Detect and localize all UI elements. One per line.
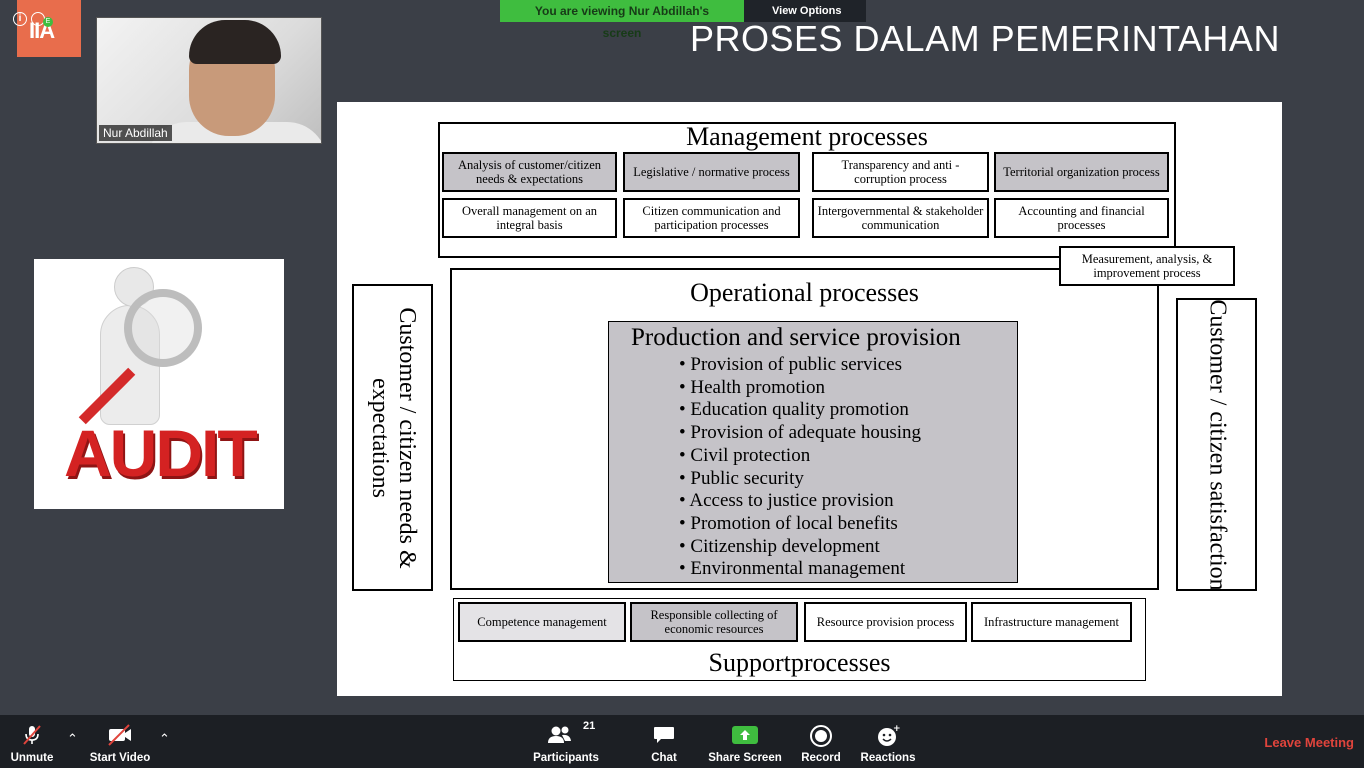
mgmt-cell-accounting: Accounting and financial processes bbox=[994, 198, 1169, 238]
participant-name-label: Nur Abdillah bbox=[99, 125, 172, 141]
microphone-muted-icon bbox=[23, 725, 41, 745]
operational-processes-box: Operational processes bbox=[450, 268, 1159, 590]
participants-label: Participants bbox=[533, 752, 599, 764]
reactions-label: Reactions bbox=[860, 752, 916, 764]
video-options-caret[interactable]: ⌃ bbox=[159, 731, 170, 746]
audit-image: AUDIT bbox=[34, 259, 284, 509]
process-diagram-slide: Management processes Analysis of custome… bbox=[337, 102, 1282, 696]
customer-needs-label: Customer / citizen needs & expectations bbox=[366, 306, 420, 569]
iia-logo: IIA bbox=[17, 0, 81, 57]
start-video-button[interactable]: Start Video bbox=[86, 715, 154, 768]
list-item: • Public security bbox=[679, 467, 804, 489]
production-title: Production and service provision bbox=[631, 324, 961, 351]
participants-count-badge: 21 bbox=[583, 720, 596, 732]
list-item: • Promotion of local benefits bbox=[679, 512, 898, 534]
share-screen-label: Share Screen bbox=[708, 752, 782, 764]
share-screen-button[interactable]: Share Screen bbox=[708, 715, 782, 768]
list-item: • Environmental management bbox=[679, 558, 906, 580]
mgmt-cell-territorial: Territorial organization process bbox=[994, 152, 1169, 192]
participant-hair bbox=[189, 20, 281, 64]
unmute-button[interactable]: Unmute bbox=[4, 715, 60, 768]
mgmt-cell-transparency: Transparency and anti - corruption proce… bbox=[812, 152, 989, 192]
unmute-label: Unmute bbox=[10, 752, 54, 764]
chevron-down-icon: ⌄ bbox=[772, 27, 782, 39]
support-processes-box: Supportprocesses bbox=[453, 598, 1146, 681]
meeting-toolbar: Unmute ⌃ Start Video ⌃ 21 Participants C… bbox=[0, 715, 1364, 768]
support-cell-resource: Resource provision process bbox=[804, 602, 967, 642]
support-title: Supportprocesses bbox=[708, 648, 891, 677]
mgmt-cell-legislative: Legislative / normative process bbox=[623, 152, 800, 192]
view-options-label: View Options bbox=[772, 5, 842, 17]
start-video-label: Start Video bbox=[89, 752, 151, 764]
mgmt-cell-intergovernmental: Intergovernmental & stakeholder communic… bbox=[812, 198, 989, 238]
support-cell-competence: Competence management bbox=[458, 602, 626, 642]
mgmt-cell-analysis: Analysis of customer/citizen needs & exp… bbox=[442, 152, 617, 192]
record-button[interactable]: Record bbox=[799, 715, 843, 768]
production-service-box: Production and service provision • Provi… bbox=[608, 321, 1018, 583]
emoji-add-icon: + bbox=[878, 724, 900, 746]
record-label: Record bbox=[801, 752, 841, 764]
video-camera-off-icon bbox=[108, 724, 131, 746]
viewing-screen-label: You are viewing Nur Abdillah's screen bbox=[500, 0, 744, 40]
customer-satisfaction-label: Customer / citizen satisfaction bbox=[1204, 298, 1230, 591]
support-cell-infrastructure: Infrastructure management bbox=[971, 602, 1132, 642]
reactions-button[interactable]: + Reactions bbox=[860, 715, 916, 768]
magnifier-icon bbox=[124, 289, 202, 367]
view-options-button[interactable]: View Options ⌄ bbox=[744, 0, 866, 39]
mgmt-cell-citizen-communication: Citizen communication and participation … bbox=[623, 198, 800, 238]
list-item: • Citizenship development bbox=[679, 535, 880, 557]
management-processes-box: Management processes bbox=[438, 122, 1176, 258]
list-item: • Education quality promotion bbox=[679, 399, 909, 421]
list-item: • Provision of public services bbox=[679, 354, 903, 375]
support-cell-economic: Responsible collecting of economic resou… bbox=[630, 602, 798, 642]
participants-icon bbox=[548, 726, 571, 743]
info-icon[interactable]: i bbox=[13, 12, 27, 26]
management-title: Management processes bbox=[686, 122, 928, 151]
chat-button[interactable]: Chat bbox=[640, 715, 688, 768]
customer-needs-box: Customer / citizen needs & expectations bbox=[352, 284, 433, 591]
list-item: • Provision of adequate housing bbox=[679, 422, 922, 444]
slide-title: PROSES DALAM PEMERINTAHAN bbox=[690, 18, 1280, 59]
production-list: • Provision of public services • Health … bbox=[679, 354, 921, 581]
chat-label: Chat bbox=[651, 752, 677, 764]
operational-title: Operational processes bbox=[690, 278, 919, 307]
audio-options-caret[interactable]: ⌃ bbox=[67, 731, 78, 746]
participants-button[interactable]: 21 Participants bbox=[533, 715, 599, 768]
leave-meeting-button[interactable]: Leave Meeting bbox=[1264, 735, 1354, 750]
list-item: • Access to justice provision bbox=[679, 490, 894, 512]
audit-word: AUDIT bbox=[64, 416, 258, 490]
list-item: • Civil protection bbox=[679, 444, 811, 466]
participant-video-tile[interactable]: Nur Abdillah bbox=[96, 17, 322, 144]
record-icon bbox=[810, 725, 832, 747]
chat-bubble-icon bbox=[654, 727, 674, 743]
share-banner: You are viewing Nur Abdillah's screen Vi… bbox=[500, 0, 866, 40]
share-screen-icon bbox=[732, 726, 758, 744]
measurement-cell: Measurement, analysis, & improvement pro… bbox=[1059, 246, 1235, 286]
customer-satisfaction-box: Customer / citizen satisfaction bbox=[1176, 298, 1257, 591]
list-item: • Health promotion bbox=[679, 376, 825, 398]
encryption-shield-icon[interactable]: E bbox=[43, 17, 53, 27]
svg-text:+: + bbox=[893, 724, 900, 734]
mgmt-cell-overall: Overall management on an integral basis bbox=[442, 198, 617, 238]
